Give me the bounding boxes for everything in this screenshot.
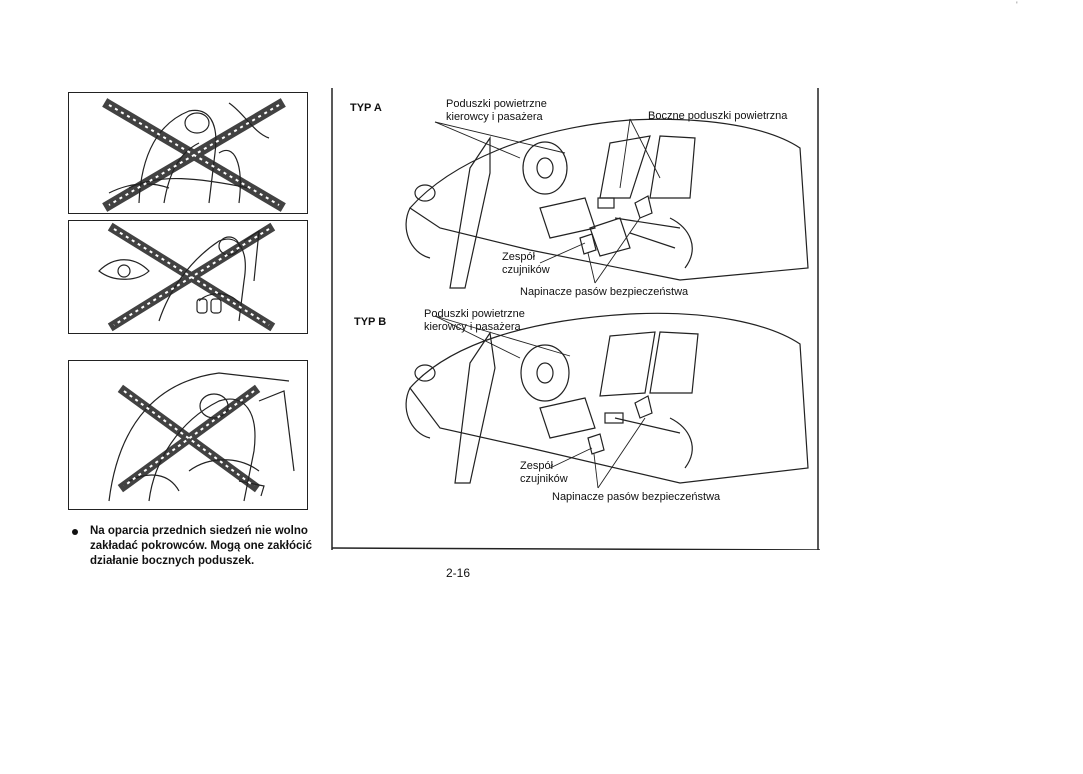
- type-b-airbags-callout-1: Poduszki powietrzne: [424, 308, 525, 320]
- type-b-sensor-callout-2: czujników: [520, 473, 568, 485]
- illustration-seat-cover-prohibited-2: [68, 220, 308, 334]
- seat-cover-drawing-1: [102, 98, 286, 212]
- type-b-sensor-callout-1: Zespół: [520, 460, 554, 472]
- type-b-pretensioners-callout: Napinacze pasów bezpieczeństwa: [552, 491, 721, 503]
- seat-cover-drawing-2: [98, 222, 276, 332]
- type-b-label: TYP B: [354, 316, 387, 328]
- car-type-a: [405, 118, 809, 289]
- type-a-side-airbags-callout: Boczne poduszki powietrzna: [648, 110, 788, 122]
- type-a-pretensioners-callout: Napinacze pasów bezpieczeństwa: [520, 286, 689, 298]
- illustration-seat-cover-prohibited-3: [68, 360, 308, 510]
- type-b-airbags-callout-2: kierowcy i pasażera: [424, 321, 521, 333]
- type-a-airbags-callout-1: Poduszki powietrzne: [446, 98, 547, 110]
- corner-mark: ': [1016, 0, 1018, 10]
- car-type-b: [405, 312, 809, 489]
- type-a-label: TYP A: [350, 102, 382, 114]
- type-a-sensor-callout-2: czujników: [502, 264, 550, 276]
- airbag-system-diagram: TYP A Poduszki powietrzne kierowcy i pas…: [330, 88, 820, 550]
- page-number: 2-16: [446, 566, 471, 580]
- seat-cover-warning-text: Na oparcia przednich siedzeń nie wolno z…: [90, 525, 312, 567]
- type-a-airbags-callout-2: kierowcy i pasażera: [446, 111, 543, 123]
- seat-cover-drawing-3: [108, 372, 295, 502]
- airbag-system-drawing: [331, 88, 820, 550]
- illustration-seat-cover-prohibited-1: [68, 92, 308, 214]
- type-a-sensor-callout-1: Zespół: [502, 251, 536, 263]
- bullet-icon: [72, 529, 78, 535]
